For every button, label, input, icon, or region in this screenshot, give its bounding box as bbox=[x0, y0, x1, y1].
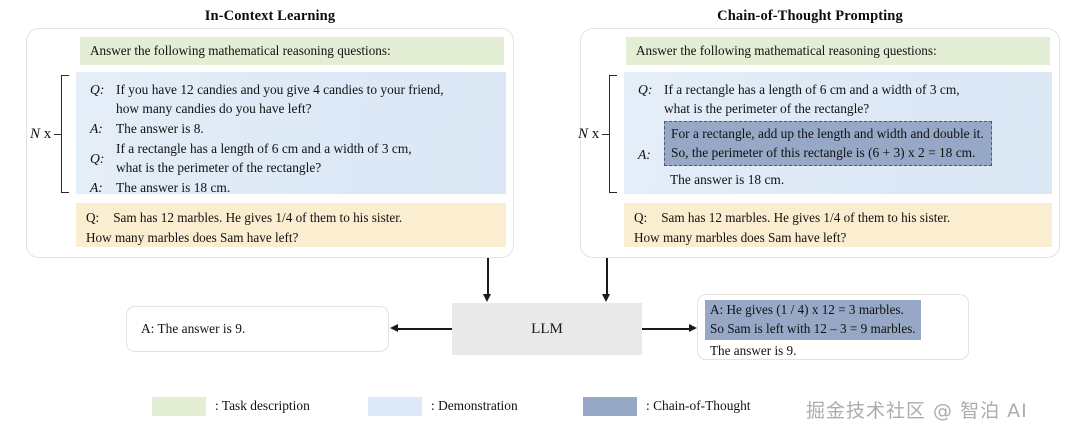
arrow-to-right-output-stem bbox=[642, 328, 690, 330]
qa-tag: A: bbox=[90, 180, 103, 196]
task-description-left: Answer the following mathematical reason… bbox=[80, 37, 504, 66]
arrow-to-left-output-head bbox=[390, 324, 398, 332]
cot-line: For a rectangle, add up the length and w… bbox=[671, 126, 984, 142]
answer-line: The answer is 18 cm. bbox=[670, 172, 785, 188]
output-box-left: A: The answer is 9. bbox=[126, 306, 389, 352]
qa-tag: A: bbox=[90, 121, 103, 137]
legend: : Task description : Demonstration : Cha… bbox=[0, 396, 1080, 422]
qa-text: For a rectangle, add up the length and w… bbox=[664, 121, 1042, 189]
llm-box: LLM bbox=[452, 303, 642, 355]
qa-line: If a rectangle has a length of 6 cm and … bbox=[116, 141, 412, 157]
cot-line: So, the perimeter of this rectangle is (… bbox=[671, 145, 976, 161]
qa-text: If a rectangle has a length of 6 cm and … bbox=[116, 139, 496, 177]
repeat-bracket-right: N x bbox=[578, 75, 618, 193]
query-text-1: Sam has 12 marbles. He gives 1/4 of them… bbox=[661, 210, 951, 225]
repeat-label-x-left: x bbox=[40, 125, 52, 142]
repeat-label-n-right: N bbox=[578, 125, 589, 142]
chain-of-thought-highlight: For a rectangle, add up the length and w… bbox=[664, 121, 992, 167]
query-label: Q: bbox=[634, 210, 648, 225]
qa-row: Q: If a rectangle has a length of 6 cm a… bbox=[86, 139, 496, 177]
qa-line: how many candies do you have left? bbox=[116, 101, 312, 117]
legend-label: : Task description bbox=[215, 398, 310, 413]
repeat-dash-right bbox=[602, 133, 610, 135]
output-box-right: A: He gives (1 / 4) x 12 = 3 marbles. So… bbox=[697, 294, 969, 360]
qa-row: A: For a rectangle, add up the length an… bbox=[634, 121, 1042, 189]
legend-item-chain-of-thought: : Chain-of-Thought bbox=[583, 396, 751, 416]
qa-line: what is the perimeter of the rectangle? bbox=[116, 160, 322, 176]
qa-line: If you have 12 candies and you give 4 ca… bbox=[116, 82, 444, 97]
repeat-bracket-shape-left bbox=[61, 75, 70, 193]
repeat-label-right: N x bbox=[578, 125, 602, 142]
repeat-bracket-left: N x bbox=[30, 75, 70, 193]
legend-swatch-demonstration bbox=[368, 396, 422, 416]
legend-swatch-task-description bbox=[152, 396, 206, 416]
qa-tag: Q: bbox=[90, 82, 105, 97]
repeat-label-n-left: N bbox=[30, 125, 41, 142]
cot-line: So Sam is left with 12 – 3 = 9 marbles. bbox=[710, 320, 916, 336]
qa-tag: Q: bbox=[90, 150, 105, 166]
query-text-1: Sam has 12 marbles. He gives 1/4 of them… bbox=[113, 210, 403, 225]
qa-line: The answer is 8. bbox=[116, 121, 204, 137]
qa-tag: Q: bbox=[638, 82, 653, 97]
legend-item-task-description: : Task description bbox=[152, 396, 310, 416]
query-block-right: Q: Sam has 12 marbles. He gives 1/4 of th… bbox=[624, 203, 1052, 247]
qa-text: If a rectangle has a length of 6 cm and … bbox=[664, 80, 1042, 118]
query-block-left: Q: Sam has 12 marbles. He gives 1/4 of th… bbox=[76, 203, 506, 247]
arrow-left-panel-stem bbox=[487, 258, 489, 296]
qa-tag: A: bbox=[638, 147, 651, 163]
llm-label: LLM bbox=[531, 320, 563, 337]
qa-line: The answer is 18 cm. bbox=[116, 180, 231, 196]
answer-line: The answer is 9. bbox=[710, 343, 797, 359]
chain-of-thought-highlight-output: A: He gives (1 / 4) x 12 = 3 marbles. So… bbox=[705, 300, 921, 341]
arrow-left-panel-head bbox=[483, 294, 491, 302]
qa-row: A: The answer is 8. bbox=[86, 119, 496, 138]
arrow-right-panel-head bbox=[602, 294, 610, 302]
qa-text: If you have 12 candies and you give 4 ca… bbox=[116, 80, 496, 118]
repeat-label-x-right: x bbox=[588, 125, 600, 142]
arrow-right-panel-stem bbox=[606, 258, 608, 296]
arrow-to-left-output-stem bbox=[398, 328, 452, 330]
qa-text: The answer is 8. bbox=[116, 119, 496, 138]
legend-label: : Demonstration bbox=[431, 398, 518, 413]
panel-title-in-context-learning: In-Context Learning bbox=[204, 8, 336, 24]
watermark: 掘金技术社区 @ 智泊 AI bbox=[806, 400, 1028, 422]
panel-title-chain-of-thought-prompting: Chain-of-Thought Prompting bbox=[717, 8, 903, 24]
repeat-dash-left bbox=[54, 133, 62, 135]
demonstration-block-right: Q: If a rectangle has a length of 6 cm a… bbox=[624, 72, 1052, 194]
cot-line: A: He gives (1 / 4) x 12 = 3 marbles. bbox=[710, 302, 904, 317]
query-line-2: How many marbles does Sam have left? bbox=[634, 229, 847, 245]
legend-swatch-chain-of-thought bbox=[583, 396, 637, 416]
query-label: Q: bbox=[86, 210, 100, 225]
task-description-right: Answer the following mathematical reason… bbox=[626, 37, 1050, 66]
demonstration-block-left: Q: If you have 12 candies and you give 4… bbox=[76, 72, 506, 197]
query-line-1: Q: Sam has 12 marbles. He gives 1/4 of th… bbox=[634, 208, 1042, 228]
qa-row: Q: If a rectangle has a length of 6 cm a… bbox=[634, 80, 1042, 118]
legend-label: : Chain-of-Thought bbox=[646, 398, 751, 413]
qa-text: The answer is 18 cm. bbox=[116, 178, 496, 197]
query-line-2: How many marbles does Sam have left? bbox=[86, 229, 299, 245]
output-text-left: A: The answer is 9. bbox=[141, 321, 246, 336]
repeat-label-left: N x bbox=[30, 125, 54, 142]
qa-row: A: The answer is 18 cm. bbox=[86, 178, 496, 197]
arrow-to-right-output-head bbox=[689, 324, 697, 332]
repeat-bracket-shape-right bbox=[609, 75, 618, 193]
qa-row: Q: If you have 12 candies and you give 4… bbox=[86, 80, 496, 118]
qa-line: what is the perimeter of the rectangle? bbox=[664, 101, 870, 117]
query-line-1: Q: Sam has 12 marbles. He gives 1/4 of th… bbox=[86, 208, 496, 228]
qa-line: If a rectangle has a length of 6 cm and … bbox=[664, 82, 960, 97]
legend-item-demonstration: : Demonstration bbox=[368, 396, 518, 416]
